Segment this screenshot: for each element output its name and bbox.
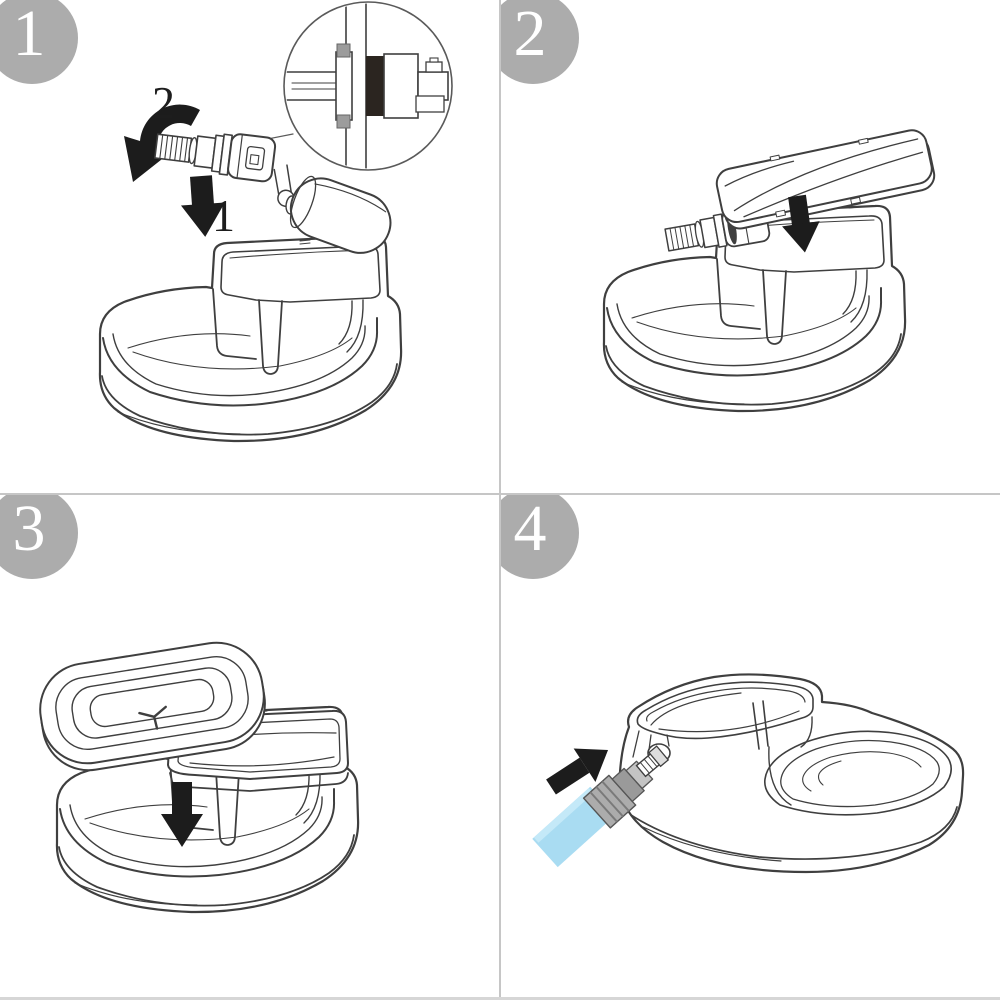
cover-lid bbox=[715, 129, 936, 230]
step-3-number: 3 bbox=[12, 495, 46, 565]
step-2-panel: 2 bbox=[501, 0, 1000, 493]
step-2-badge: 2 bbox=[501, 0, 579, 84]
direction-arrow-icon bbox=[546, 748, 609, 795]
step-3-badge: 3 bbox=[0, 495, 78, 579]
down-arrow-icon bbox=[161, 782, 203, 847]
bottom-edge-line bbox=[0, 997, 1000, 1000]
tray-center-mark bbox=[138, 705, 167, 730]
gasket-washer-top bbox=[336, 43, 351, 58]
step-1-number: 1 bbox=[12, 0, 46, 70]
splash-tray bbox=[39, 641, 266, 772]
step-4-illustration bbox=[532, 673, 965, 874]
step-4-badge: 4 bbox=[501, 495, 579, 579]
basin-with-valve bbox=[602, 204, 907, 413]
lock-nut bbox=[366, 56, 384, 116]
rotation-arrow-icon bbox=[124, 104, 200, 182]
turn-order-label: 2 bbox=[152, 77, 175, 128]
basin bbox=[98, 234, 403, 443]
step-2-illustration bbox=[602, 129, 936, 413]
step-1-illustration: 2 bbox=[98, 1, 453, 443]
insert-order-label: 1 bbox=[212, 190, 235, 241]
panel-divider-horizontal bbox=[0, 493, 1000, 495]
step-1-badge: 1 bbox=[0, 0, 78, 84]
valve-body bbox=[227, 133, 277, 183]
gasket-washer-bottom bbox=[336, 114, 351, 129]
hose-connector bbox=[582, 760, 654, 829]
step-4-number: 4 bbox=[513, 495, 547, 565]
float-valve-assembly bbox=[154, 133, 392, 254]
step-4-panel: 4 bbox=[501, 495, 1000, 1000]
magnifier-detail bbox=[221, 1, 453, 171]
assembled-bowl bbox=[618, 673, 965, 874]
panel-divider-vertical bbox=[499, 0, 501, 1000]
float bbox=[289, 175, 392, 254]
step-1-panel: 2 bbox=[0, 0, 499, 493]
step-2-number: 2 bbox=[513, 0, 547, 70]
step-3-illustration bbox=[39, 641, 360, 914]
down-arrow-icon bbox=[180, 175, 225, 237]
step-3-panel: 3 bbox=[0, 495, 499, 1000]
down-arrow-icon bbox=[782, 194, 820, 253]
inlet-stem bbox=[635, 745, 670, 778]
